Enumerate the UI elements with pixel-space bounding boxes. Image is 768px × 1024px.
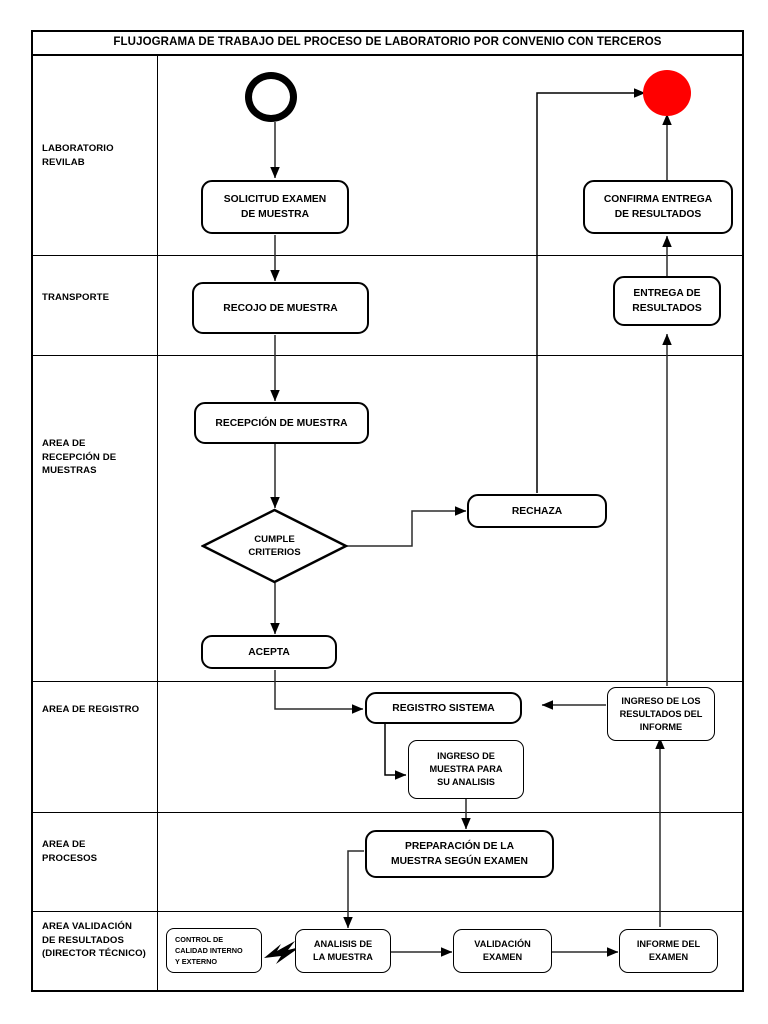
node-end[interactable] — [643, 70, 691, 116]
node-acepta[interactable]: ACEPTA — [201, 635, 337, 669]
node-label: RECEPCIÓN DE MUESTRA — [215, 417, 348, 429]
node-recojo-muestra[interactable]: RECOJO DE MUESTRA — [192, 282, 369, 334]
node-start[interactable] — [245, 72, 297, 122]
lane-label-transporte: TRANSPORTE — [42, 292, 110, 303]
lane-separator-1 — [31, 255, 744, 256]
node-recepcion-muestra[interactable]: RECEPCIÓN DE MUESTRA — [194, 402, 369, 444]
lane-separator-2 — [31, 355, 744, 356]
lane-separator-3 — [31, 681, 744, 682]
node-registro-sistema[interactable]: REGISTRO SISTEMA — [365, 692, 522, 724]
node-rechaza[interactable]: RECHAZA — [467, 494, 607, 528]
lane-label-area-registro: AREA DE REGISTRO — [42, 704, 140, 715]
diagram-frame — [31, 30, 744, 992]
lane-separator-4 — [31, 812, 744, 813]
node-label: RECOJO DE MUESTRA — [223, 302, 338, 314]
node-label: ACEPTA — [248, 646, 290, 658]
node-label: RECHAZA — [511, 505, 563, 517]
lane-separator-5 — [31, 911, 744, 912]
page-title: FLUJOGRAMA DE TRABAJO DEL PROCESO DE LAB… — [113, 36, 662, 48]
diagram-title-bar: FLUJOGRAMA DE TRABAJO DEL PROCESO DE LAB… — [31, 30, 744, 56]
node-label: REGISTRO SISTEMA — [392, 702, 495, 714]
lane-label-divider — [157, 56, 158, 992]
